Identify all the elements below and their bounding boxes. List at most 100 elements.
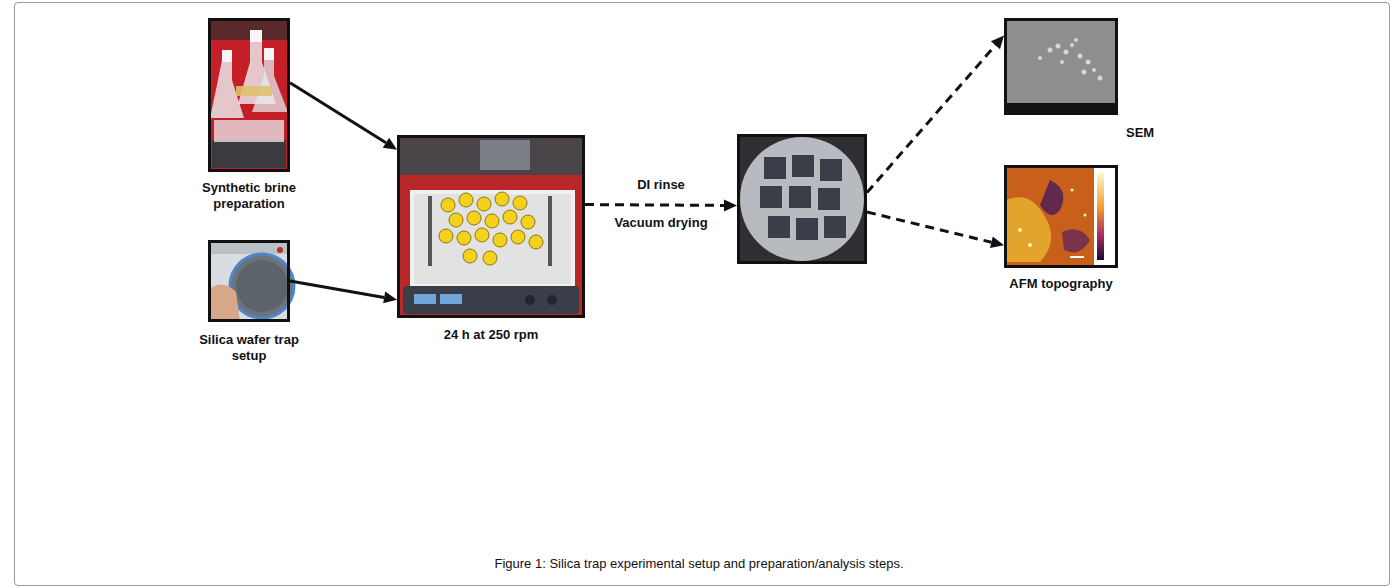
dashed-arrow	[867, 45, 995, 192]
brine-photo-part	[250, 30, 262, 42]
afm-photo-part-part	[1084, 214, 1087, 217]
sem-photo-part-part	[1092, 68, 1096, 72]
samples-photo-part	[740, 137, 864, 261]
samples-photo-part-part	[768, 216, 790, 238]
shaker-photo-part	[410, 190, 575, 288]
shaker-photo-part-part	[477, 197, 491, 211]
shaker-photo-part-part	[457, 231, 471, 245]
sem-photo-part	[1038, 38, 1103, 81]
shaker-photo-part	[414, 194, 571, 284]
shaker-photo-part	[397, 135, 585, 318]
shaker-photo-part	[403, 286, 579, 314]
figure-caption: Figure 1: Silica trap experimental setup…	[495, 556, 904, 572]
afm-photo-part	[1094, 167, 1116, 266]
brine-photo-part	[252, 58, 288, 112]
shaker-photo-part-part	[441, 198, 455, 212]
shaker-photo-part-part	[483, 251, 497, 265]
samples-photo-part-part	[796, 218, 818, 240]
shaker-photo-part	[547, 295, 557, 305]
shaker-photo-part-part	[467, 211, 481, 225]
step-note: Vacuum drying	[614, 215, 707, 231]
afm-photo-part	[1018, 189, 1087, 248]
arrow-head	[991, 35, 1004, 49]
afm-photo-part	[1097, 172, 1104, 260]
brine-photo-part	[236, 86, 272, 96]
shaker-photo	[397, 135, 585, 318]
brine-photo-part	[264, 48, 274, 60]
samples-photo-part-part	[818, 188, 840, 210]
photo-frame: 24 h at 250 rpm	[397, 135, 585, 318]
step-label: AFM topography	[1009, 276, 1112, 292]
samples-photo-part	[737, 134, 867, 264]
photo-frame: AFM topography	[1004, 165, 1118, 268]
shaker-photo-part-part	[493, 233, 507, 247]
photo-frame	[737, 134, 867, 264]
shaker-photo-part-part	[463, 249, 477, 263]
sem-photo-part-part	[1082, 70, 1087, 75]
sem-photo-part-part	[1086, 60, 1091, 65]
sem-photo-part-part	[1056, 44, 1061, 49]
shaker-photo-part-part	[449, 213, 463, 227]
sem-photo-part-part	[1074, 38, 1078, 42]
shaker-photo-part-part	[503, 210, 517, 224]
step-label: 24 h at 250 rpm	[444, 327, 539, 343]
arrow-head	[724, 199, 737, 211]
samples-photo	[737, 134, 867, 264]
afm-photo-part	[1070, 256, 1084, 258]
sem-photo-part-part	[1064, 50, 1069, 55]
sem-photo-part	[1004, 18, 1118, 115]
shaker-photo-part-part	[521, 215, 535, 229]
shaker-photo-part	[440, 294, 462, 304]
shaker-photo-part-part	[475, 228, 489, 242]
brine-photo-part	[214, 120, 284, 142]
wafer-photo	[208, 240, 294, 322]
samples-photo-part-part	[824, 216, 846, 238]
wafer-photo-part	[230, 254, 294, 318]
shaker-photo-part-part	[485, 214, 499, 228]
arrow-head	[990, 236, 1004, 248]
afm-photo-part-part	[1071, 189, 1074, 192]
step-label: SEM	[1126, 125, 1154, 141]
brine-photo	[208, 18, 290, 172]
afm-photo-part	[1004, 165, 1118, 268]
photo-frame: SEM	[1004, 18, 1118, 115]
brine-photo-part	[222, 50, 232, 62]
samples-photo-part-part	[792, 155, 814, 177]
sem-photo-part-part	[1060, 60, 1064, 64]
samples-photo-part-part	[764, 157, 786, 179]
sem-photo-part-part	[1098, 76, 1103, 81]
shaker-photo-part-part	[495, 192, 509, 206]
wafer-photo-part	[277, 247, 283, 253]
sem-photo-part-part	[1048, 48, 1053, 53]
afm-photo-part	[1040, 180, 1063, 215]
arrow-head	[383, 292, 397, 304]
shaker-photo-part-part	[439, 229, 453, 243]
arrow-head	[383, 138, 397, 150]
samples-photo-part-part	[760, 186, 782, 208]
shaker-photo-part	[525, 295, 535, 305]
shaker-photo-part-part	[513, 196, 527, 210]
edge-label: DI rinse	[637, 177, 685, 193]
wafer-photo-part	[208, 284, 240, 322]
shaker-photo-part-part	[459, 193, 473, 207]
sem-photo-part-part	[1038, 56, 1042, 60]
brine-photo-part	[208, 18, 290, 40]
step-label: Synthetic brine preparation	[189, 180, 309, 212]
afm-photo-part	[1062, 229, 1090, 252]
sem-photo-part-part	[1078, 54, 1083, 59]
shaker-photo-part	[548, 196, 552, 266]
photo-frame: Silica wafer trap setup	[208, 240, 290, 322]
sem-photo-part-part	[1070, 43, 1074, 47]
brine-photo-part	[212, 140, 286, 168]
dashed-arrow	[585, 203, 724, 207]
solid-arrow	[290, 281, 384, 297]
shaker-photo-part	[397, 135, 585, 175]
samples-photo-part-part	[789, 186, 811, 208]
step-label: Silica wafer trap setup	[199, 332, 299, 364]
wafer-photo-part	[236, 260, 288, 312]
afm-photo-part-part	[1018, 228, 1022, 232]
afm-photo	[1004, 165, 1118, 268]
shaker-photo-part	[428, 196, 432, 266]
samples-photo-part	[760, 155, 846, 240]
